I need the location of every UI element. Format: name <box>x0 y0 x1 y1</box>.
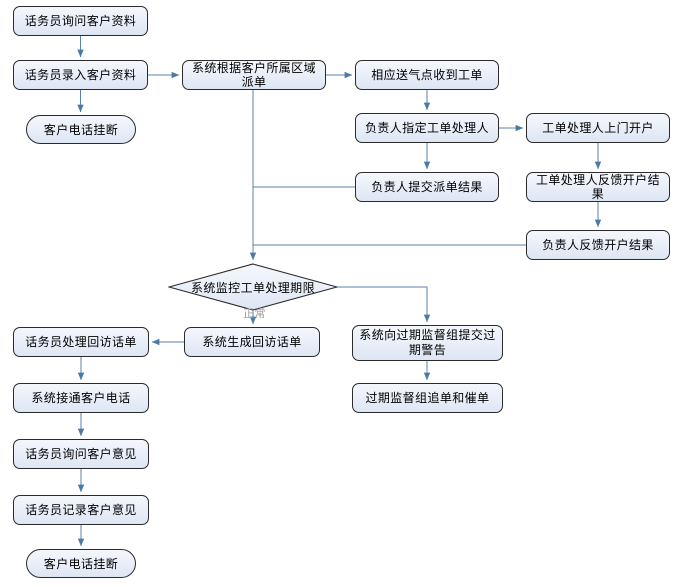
node-generate-callback-ticket[interactable]: 系统生成回访话单 <box>184 327 320 357</box>
node-gas-station-receives-order[interactable]: 相应送气点收到工单 <box>355 60 499 90</box>
node-label: 负责人反馈开户结果 <box>542 238 654 252</box>
node-label: 过期监督组追单和催单 <box>365 391 490 405</box>
node-label: 工单处理人反馈开户结果 <box>535 173 660 201</box>
node-label: 客户电话挂断 <box>43 556 119 571</box>
node-label: 系统接通客户电话 <box>31 391 131 405</box>
node-label: 系统根据客户所属区域派单 <box>191 61 316 89</box>
node-label: 系统监控工单处理期限 <box>190 280 315 295</box>
node-overdue-group-followup[interactable]: 过期监督组追单和催单 <box>352 383 503 413</box>
node-handler-feedback-result[interactable]: 工单处理人反馈开户结果 <box>526 172 670 202</box>
node-agent-asks-opinion[interactable]: 话务员询问客户意见 <box>13 439 149 469</box>
node-dispatch-by-region[interactable]: 系统根据客户所属区域派单 <box>182 60 326 90</box>
node-manager-submits-dispatch-result[interactable]: 负责人提交派单结果 <box>355 172 499 202</box>
node-manager-feedback-result[interactable]: 负责人反馈开户结果 <box>526 230 670 260</box>
node-label: 话务员询问客户意见 <box>25 447 137 461</box>
node-customer-hangup-top[interactable]: 客户电话挂断 <box>26 115 136 144</box>
node-label: 话务员处理回访话单 <box>25 335 137 349</box>
node-label: 话务员询问客户资料 <box>24 14 137 28</box>
node-label: 负责人提交派单结果 <box>371 180 483 194</box>
node-monitor-deadline-decision[interactable]: 系统监控工单处理期限 <box>168 263 338 311</box>
diamond-shape <box>168 263 338 311</box>
node-label: 系统向过期监督组提交过期警告 <box>359 328 496 357</box>
node-inquire-customer-info[interactable]: 话务员询问客户资料 <box>13 6 148 36</box>
node-agent-records-opinion[interactable]: 话务员记录客户意见 <box>13 495 149 525</box>
node-label: 工单处理人上门开户 <box>542 121 654 135</box>
edge-label-normal: 正常 <box>243 307 266 320</box>
node-agent-handles-callback-ticket[interactable]: 话务员处理回访话单 <box>13 327 149 357</box>
node-label: 相应送气点收到工单 <box>371 68 483 82</box>
node-enter-customer-info[interactable]: 话务员录入客户资料 <box>13 60 148 90</box>
edge-n11-n18 <box>338 286 431 323</box>
node-manager-assigns-handler[interactable]: 负责人指定工单处理人 <box>355 113 499 143</box>
node-label: 客户电话挂断 <box>43 122 119 137</box>
node-label: 负责人指定工单处理人 <box>364 121 489 135</box>
node-submit-overdue-warning[interactable]: 系统向过期监督组提交过期警告 <box>352 325 503 361</box>
node-label: 话务员录入客户资料 <box>24 68 137 82</box>
node-system-connects-call[interactable]: 系统接通客户电话 <box>13 383 149 413</box>
node-label: 系统生成回访话单 <box>202 335 302 349</box>
node-handler-onsite-open-account[interactable]: 工单处理人上门开户 <box>526 113 670 143</box>
node-customer-hangup-bottom[interactable]: 客户电话挂断 <box>26 549 136 578</box>
node-label: 话务员记录客户意见 <box>25 503 137 517</box>
